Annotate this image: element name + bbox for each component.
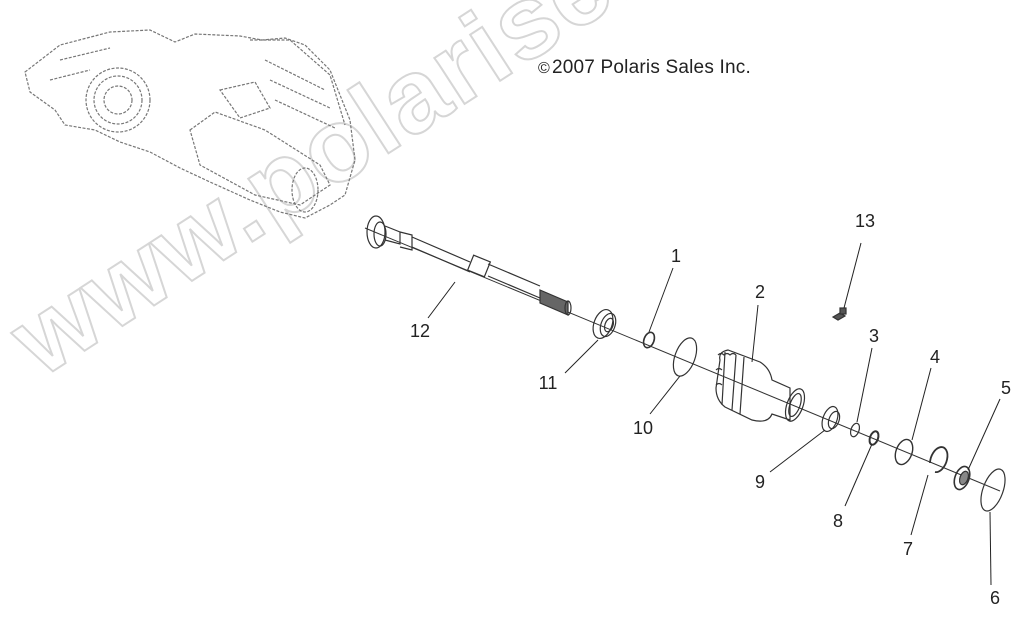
part-7-snap-ring [929,446,949,473]
callout-1[interactable]: 1 [670,246,682,266]
leader-lines [427,242,1001,586]
callout-13[interactable]: 13 [854,211,876,231]
part-2-gear-sleeve [715,349,806,422]
part-10-o-ring [672,337,698,377]
callout-8[interactable]: 8 [832,511,844,531]
part-11-bearing [592,308,617,340]
copyright-notice: ©2007 Polaris Sales Inc. [538,57,751,79]
part-6-o-ring [980,468,1006,512]
callout-6[interactable]: 6 [989,588,1001,608]
part-5-seal [953,465,971,491]
part-3-ring [849,422,861,438]
callout-7[interactable]: 7 [902,539,914,559]
callout-3[interactable]: 3 [868,326,880,346]
callout-5[interactable]: 5 [1000,378,1012,398]
callout-2[interactable]: 2 [754,282,766,302]
part-12-shaft [366,215,572,316]
part-4-ring [894,438,914,466]
callout-4[interactable]: 4 [929,347,941,367]
part-8-washer [868,430,880,446]
part-9-bearing [821,405,841,433]
callout-12[interactable]: 12 [409,321,431,341]
transmission-case-illustration [24,29,356,219]
callout-11[interactable]: 11 [538,373,558,393]
callout-10[interactable]: 10 [632,418,654,438]
part-13-bolt [831,307,847,321]
copyright-symbol: © [538,60,550,77]
callout-9[interactable]: 9 [754,472,766,492]
copyright-text: 2007 Polaris Sales Inc. [552,57,751,78]
part-1-ring [642,331,656,349]
